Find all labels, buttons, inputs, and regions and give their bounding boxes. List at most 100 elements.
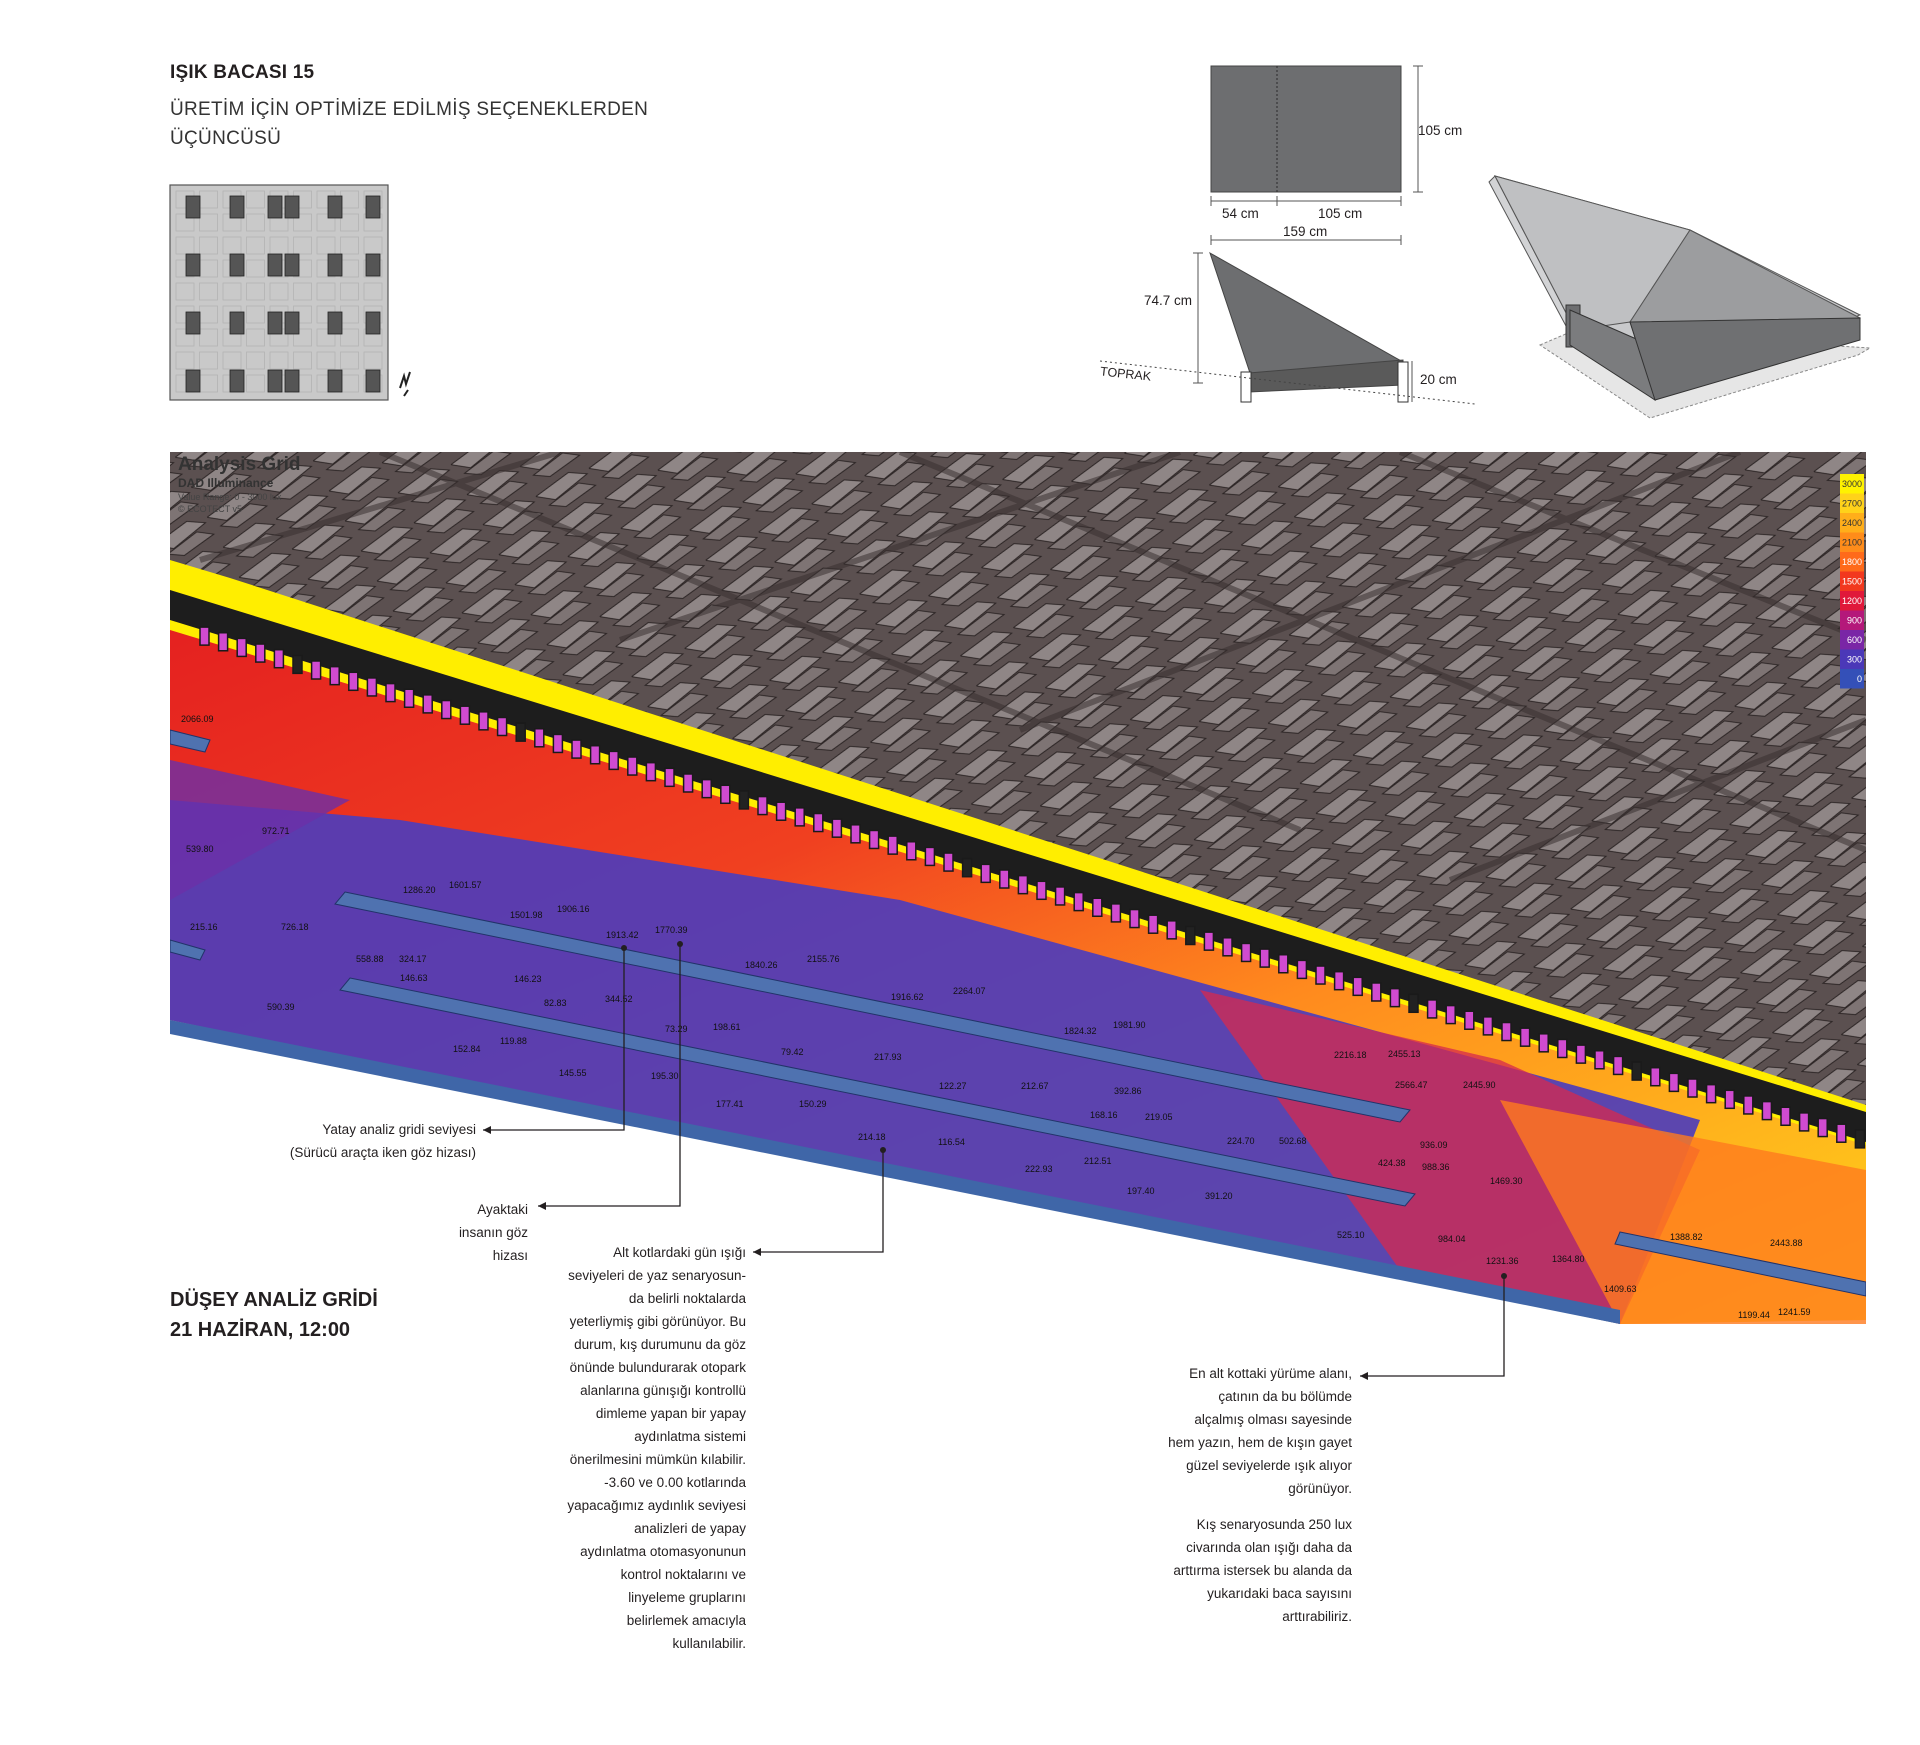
plan-dimension-drawing xyxy=(1210,65,1423,245)
horizontal-grid-strips xyxy=(170,729,1866,1297)
annotation-walking-area-line: alçalmış olması sayesinde xyxy=(1194,1412,1352,1427)
annotation-lower-levels-line: analizleri de yapay xyxy=(634,1521,746,1536)
roof-beam xyxy=(170,590,1866,1142)
legend-label: 600 xyxy=(1847,635,1862,645)
dim-section-height: 74.7 cm xyxy=(1144,293,1193,308)
value-label: 217.93 xyxy=(874,1052,902,1062)
legend-label: 2400 xyxy=(1842,518,1862,528)
legend-swatch xyxy=(1840,610,1864,630)
annotation-horizontal-grid-line2: (Sürücü araçta iken göz hizası) xyxy=(289,1145,476,1160)
value-label: 212.51 xyxy=(1084,1156,1112,1166)
value-label: 424.38 xyxy=(1378,1158,1406,1168)
annotation-walking-area-line: hem yazın, hem de kışın gayet xyxy=(1168,1435,1352,1450)
value-label: 1501.98 xyxy=(510,910,543,920)
annotation-winter-scenario-line: civarında olan ışığı daha da xyxy=(1186,1540,1352,1555)
dim-height-top: 105 cm xyxy=(1418,123,1463,138)
low-illuminance-zone xyxy=(170,800,1700,1324)
annotation-lower-levels-line: belirlemek amacıyla xyxy=(626,1613,746,1628)
value-label: 1913.42 xyxy=(606,930,639,940)
value-label: 212.67 xyxy=(1021,1081,1049,1091)
legend-label: 1800 xyxy=(1842,557,1862,567)
annotation-winter-scenario-line: yukarıdaki baca sayısını xyxy=(1207,1586,1352,1601)
3d-model-drawing xyxy=(1488,175,1872,419)
annotation-lower-levels-line: linyeleme gruplarını xyxy=(628,1590,746,1605)
section-title: DÜŞEY ANALİZ GRİDİ 21 HAZİRAN, 12:00 xyxy=(170,1285,378,1345)
value-label: 146.63 xyxy=(400,973,428,983)
legend-swatch xyxy=(1840,649,1864,669)
value-label: 2216.18 xyxy=(1334,1050,1367,1060)
value-label: 1231.36 xyxy=(1486,1256,1519,1266)
value-label: 391.20 xyxy=(1205,1191,1233,1201)
value-label: 152.84 xyxy=(453,1044,481,1054)
dim-base-height: 20 cm xyxy=(1420,372,1457,387)
legend-label: 2700 xyxy=(1842,499,1862,509)
value-label: 222.93 xyxy=(1025,1164,1053,1174)
annotation-lower-levels-line: Alt kotlardaki gün ışığı xyxy=(613,1245,746,1260)
callout-dots xyxy=(621,941,1507,1279)
callout-lines xyxy=(483,944,1505,1377)
value-label: 726.18 xyxy=(281,922,309,932)
value-label: 215.16 xyxy=(190,922,218,932)
annotation-horizontal-grid: Yatay analiz gridi seviyesi (Sürücü araç… xyxy=(240,1118,476,1164)
legend-label: 0 xyxy=(1857,674,1862,684)
page-subtitle: ÜRETİM İÇİN OPTİMİZE EDİLMİŞ SEÇENEKLERD… xyxy=(170,95,648,153)
annotation-lower-levels-line: -3.60 ve 0.00 kotlarında xyxy=(604,1475,746,1490)
value-label: 590.39 xyxy=(267,1002,295,1012)
annotation-horizontal-grid-line1: Yatay analiz gridi seviyesi xyxy=(322,1122,476,1137)
annotation-walking-area-line: görünüyor. xyxy=(1288,1481,1352,1496)
value-label: 1364.80 xyxy=(1552,1254,1585,1264)
legend-label: 1200 xyxy=(1842,596,1862,606)
value-label: 146.23 xyxy=(514,974,542,984)
section-dimension-drawing xyxy=(1099,251,1476,405)
value-label: 1840.26 xyxy=(745,960,778,970)
value-label: 1916.62 xyxy=(891,992,924,1002)
dim-width-left: 54 cm xyxy=(1222,206,1259,221)
annotation-winter-scenario-line: Kış senaryosunda 250 lux xyxy=(1196,1517,1352,1532)
value-label: 116.54 xyxy=(938,1137,965,1147)
value-label: 224.70 xyxy=(1227,1136,1255,1146)
value-label: 1409.63 xyxy=(1604,1284,1637,1294)
annotation-standing-eye: Ayaktaki insanın göz hizası xyxy=(400,1198,528,1267)
annotation-lower-levels-line: önerilmesini mümkün kılabilir. xyxy=(569,1452,746,1467)
value-label: 1824.32 xyxy=(1064,1026,1097,1036)
value-label: 2455.13 xyxy=(1388,1049,1421,1059)
value-label: 1469.30 xyxy=(1490,1176,1523,1186)
analysis-header: Analysis Grid DAD Illuminance Value Rang… xyxy=(178,454,301,514)
subtitle-line-1: ÜRETİM İÇİN OPTİMİZE EDİLMİŞ SEÇENEKLERD… xyxy=(170,99,649,120)
legend-swatch xyxy=(1840,513,1864,533)
annotation-lower-levels-line: yapacağımız aydınlık seviyesi xyxy=(567,1498,746,1513)
annotation-lower-levels-line: önünde bulundurarak otopark xyxy=(569,1360,746,1375)
annotation-lower-levels-line: seviyeleri de yaz senaryosun- xyxy=(568,1268,746,1283)
value-label: 119.88 xyxy=(500,1036,527,1046)
analysis-header-title: Analysis Grid xyxy=(178,454,301,475)
value-label: 219.05 xyxy=(1145,1112,1173,1122)
value-label: 177.41 xyxy=(716,1099,744,1109)
value-label: 2066.09 xyxy=(181,714,214,724)
value-label: 2566.47 xyxy=(1395,1080,1428,1090)
value-label: 73.29 xyxy=(665,1024,688,1034)
value-label: 525.10 xyxy=(1337,1230,1365,1240)
subtitle-line-2: ÜÇÜNCÜSÜ xyxy=(170,128,282,149)
value-label: 1241.59 xyxy=(1778,1307,1811,1317)
annotation-standing-line3: hizası xyxy=(492,1248,528,1263)
legend-swatch xyxy=(1840,532,1864,552)
annotation-lower-levels-line: kontrol noktalarını ve xyxy=(620,1567,746,1582)
value-label: 392.86 xyxy=(1114,1086,1142,1096)
value-label: 1770.39 xyxy=(655,925,688,935)
value-label: 324.17 xyxy=(399,954,427,964)
value-label: 1906.16 xyxy=(557,904,590,914)
legend-swatch xyxy=(1840,669,1864,689)
annotation-lower-levels-line: aydınlatma sistemi xyxy=(634,1429,746,1444)
section-title-line1: DÜŞEY ANALİZ GRİDİ xyxy=(170,1289,378,1311)
value-label: 79.42 xyxy=(781,1047,804,1057)
legend-label: 900 xyxy=(1847,616,1862,626)
value-label: 1199.44 xyxy=(1738,1310,1770,1320)
value-label: 145.55 xyxy=(559,1068,587,1078)
annotation-lower-levels-line: dimleme yapan bir yapay xyxy=(595,1406,746,1421)
value-label: 1286.20 xyxy=(403,885,436,895)
value-label: 195.30 xyxy=(651,1071,679,1081)
annotation-lower-levels-line: alanlarına günışığı kontrollü xyxy=(580,1383,746,1398)
legend-label: 1500 xyxy=(1842,577,1862,587)
value-label: 1601.57 xyxy=(449,880,482,890)
annotation-walking-area-line: güzel seviyelerde ışık alıyor xyxy=(1186,1458,1352,1473)
